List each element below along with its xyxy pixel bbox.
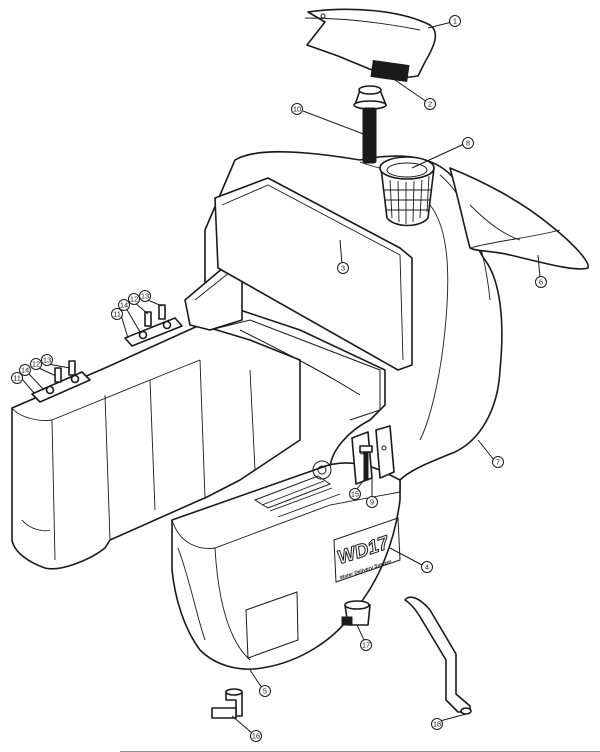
callout-4: 4 bbox=[421, 561, 433, 573]
callout-11-right-label: 11 bbox=[113, 310, 121, 319]
callout-6: 6 bbox=[535, 276, 547, 288]
part-8-basket bbox=[379, 156, 435, 227]
part-18-hose bbox=[404, 596, 472, 715]
hardware-group-right bbox=[124, 304, 183, 347]
callout-16: 16 bbox=[250, 730, 262, 742]
callout-11-left-label: 11 bbox=[13, 374, 21, 383]
callout-15: 15 bbox=[349, 488, 361, 500]
callout-9-label: 9 bbox=[370, 498, 374, 507]
callout-13-left: 13 bbox=[41, 354, 53, 366]
callout-11-right: 11 bbox=[111, 308, 123, 320]
callout-14-left: 14 bbox=[19, 364, 31, 376]
callout-12-right: 12 bbox=[128, 293, 140, 305]
part-6-fender bbox=[449, 167, 589, 270]
callout-14-left-label: 14 bbox=[21, 366, 29, 375]
callout-17-label: 17 bbox=[362, 641, 370, 650]
part-10-fill-cap bbox=[353, 85, 387, 164]
callout-3: 3 bbox=[337, 262, 349, 274]
leader-lines bbox=[21, 21, 541, 734]
callout-4-label: 4 bbox=[425, 563, 429, 572]
callout-6-label: 6 bbox=[539, 278, 543, 287]
callout-3-label: 3 bbox=[341, 264, 345, 273]
hardware-group-left bbox=[31, 360, 91, 403]
callout-12-right-label: 12 bbox=[130, 295, 138, 304]
callout-18: 18 bbox=[431, 718, 443, 730]
part-16-elbow bbox=[211, 688, 243, 719]
callout-10-label: 10 bbox=[293, 105, 301, 114]
callout-12-left-label: 12 bbox=[32, 360, 40, 369]
callout-17: 17 bbox=[360, 639, 372, 651]
callout-11-left: 11 bbox=[11, 372, 23, 384]
callout-7-label: 7 bbox=[496, 458, 500, 467]
callout-1-label: 1 bbox=[453, 17, 457, 26]
callout-14-right-label: 14 bbox=[120, 301, 128, 310]
callout-8-label: 8 bbox=[466, 139, 470, 148]
callout-2-label: 2 bbox=[428, 100, 432, 109]
callout-9: 9 bbox=[366, 496, 378, 508]
part-1-lid bbox=[304, 8, 437, 79]
callout-12-left: 12 bbox=[30, 358, 42, 370]
callout-5-label: 5 bbox=[263, 687, 267, 696]
callout-8: 8 bbox=[462, 137, 474, 149]
callout-15-label: 15 bbox=[351, 490, 359, 499]
callout-16-label: 16 bbox=[252, 732, 260, 741]
callout-13-left-label: 13 bbox=[43, 356, 51, 365]
callout-2: 2 bbox=[424, 98, 436, 110]
callout-5: 5 bbox=[259, 685, 271, 697]
part-15-bolt bbox=[359, 445, 373, 481]
callout-18-label: 18 bbox=[433, 720, 441, 729]
callout-14-right: 14 bbox=[118, 299, 130, 311]
callout-13-right-label: 13 bbox=[141, 292, 149, 301]
part-2-gasket bbox=[370, 60, 410, 82]
part-17-drain-fitting bbox=[341, 600, 371, 626]
callout-10: 10 bbox=[291, 103, 303, 115]
part-9-bracket bbox=[351, 425, 395, 485]
part-3-pad bbox=[214, 177, 413, 371]
callout-13-right: 13 bbox=[139, 290, 151, 302]
callout-7: 7 bbox=[492, 456, 504, 468]
callout-1: 1 bbox=[449, 15, 461, 27]
